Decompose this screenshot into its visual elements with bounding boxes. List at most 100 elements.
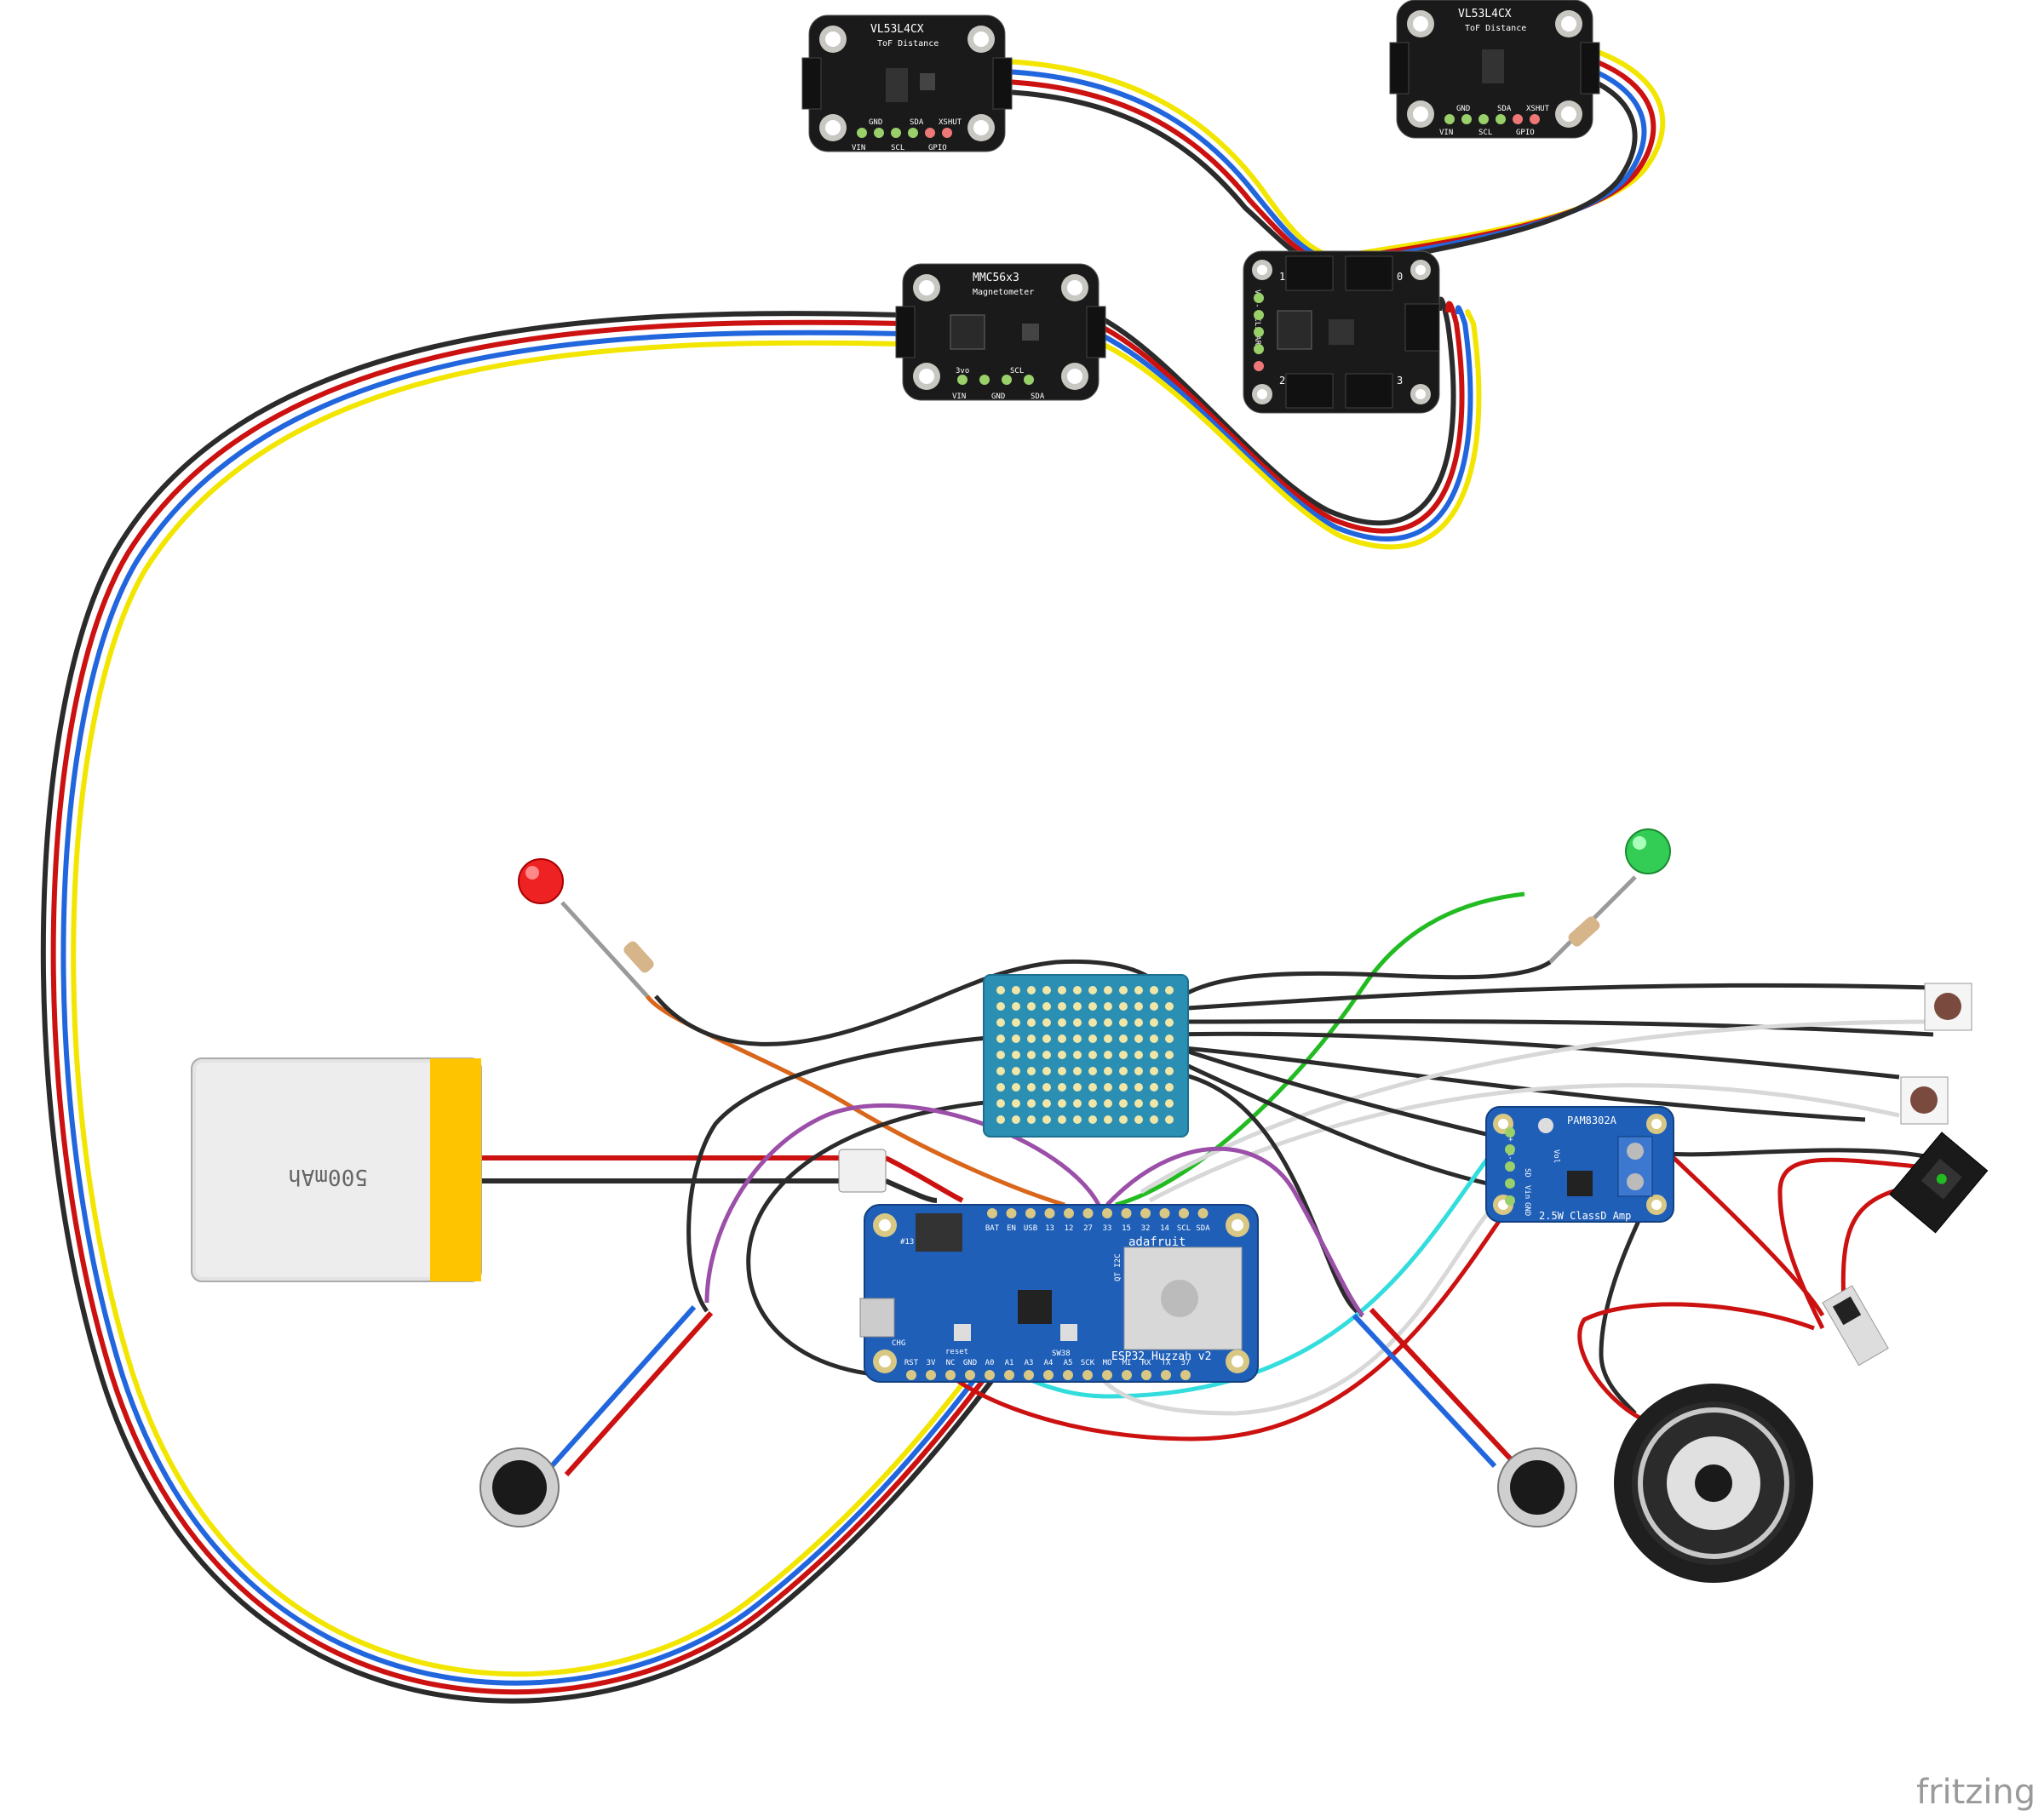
tof-right-pin-gpio: GPIO bbox=[1516, 129, 1535, 137]
proto-hole bbox=[1150, 1034, 1158, 1043]
esp32-huzzah-board[interactable]: adafruit ESP32 Huzzah v2 reset SW38 #13 … bbox=[859, 1204, 1259, 1383]
pam8302-amplifier[interactable]: PAM8302A 2.5W ClassD Amp Vol A+ A- SD Vi… bbox=[1485, 1106, 1674, 1223]
huzzah-bottom-pin bbox=[1180, 1370, 1191, 1380]
huzzah-top-pin bbox=[1121, 1208, 1132, 1218]
proto-hole bbox=[1088, 986, 1097, 994]
proto-hole bbox=[1088, 1083, 1097, 1092]
huzzah-top-pin bbox=[1140, 1208, 1151, 1218]
proto-hole bbox=[1165, 1083, 1174, 1092]
proto-hole bbox=[1027, 1002, 1036, 1011]
proto-hole bbox=[1073, 1051, 1082, 1059]
huzzah-top-pin bbox=[1197, 1208, 1209, 1218]
proto-hole bbox=[1134, 1002, 1143, 1011]
proto-hole bbox=[1073, 1002, 1082, 1011]
proto-hole bbox=[1027, 1115, 1036, 1124]
proto-hole bbox=[1134, 1018, 1143, 1027]
proto-hole bbox=[1119, 1067, 1128, 1075]
speaker bbox=[1614, 1384, 1813, 1583]
amp-pin-vin: Vin bbox=[1523, 1185, 1531, 1199]
huzzah-top-pin bbox=[1159, 1208, 1170, 1218]
huzzah-bottom-pin-label: 3V bbox=[927, 1359, 936, 1367]
tof-sensor-left[interactable]: VL53L4CX ToF Distance GND SDA XSHUT VIN … bbox=[801, 14, 1013, 152]
proto-hole bbox=[1104, 1067, 1112, 1075]
proto-hole bbox=[1088, 1002, 1097, 1011]
proto-hole bbox=[1073, 1099, 1082, 1108]
proto-hole bbox=[1027, 1034, 1036, 1043]
proto-hole bbox=[1150, 1115, 1158, 1124]
huzzah-bottom-pin-label: A1 bbox=[1005, 1359, 1014, 1367]
tof-left-pin-sda: SDA bbox=[910, 118, 924, 127]
amp-name-label: 2.5W ClassD Amp bbox=[1539, 1210, 1631, 1222]
proto-hole bbox=[1119, 1115, 1128, 1124]
magnetometer-board[interactable]: MMC56x3 Magnetometer 3vo SCL VIN GND SDA bbox=[895, 263, 1106, 401]
proto-hole bbox=[1012, 1051, 1020, 1059]
amp-pin-gnd: GND bbox=[1523, 1202, 1531, 1216]
huzzah-bottom-pin-label: 37 bbox=[1181, 1359, 1191, 1367]
proto-hole bbox=[1150, 1067, 1158, 1075]
mux-port-1: 1 bbox=[1279, 271, 1285, 283]
huzzah-top-pin-label: 33 bbox=[1103, 1224, 1112, 1233]
huzzah-top-pin-label: EN bbox=[1007, 1224, 1016, 1233]
lipo-battery: 500mAh bbox=[191, 1057, 482, 1282]
huzzah-bottom-pin bbox=[926, 1370, 936, 1380]
pushbutton-2[interactable] bbox=[1900, 1076, 1949, 1125]
proto-hole bbox=[996, 1067, 1005, 1075]
huzzah-reset-label: reset bbox=[945, 1348, 968, 1356]
proto-hole bbox=[1150, 1051, 1158, 1059]
proto-hole bbox=[1042, 1018, 1051, 1027]
huzzah-top-pin bbox=[1179, 1208, 1189, 1218]
proto-hole bbox=[1119, 1002, 1128, 1011]
battery-wires bbox=[481, 1155, 964, 1203]
tof-left-pin-gpio: GPIO bbox=[928, 144, 947, 152]
huzzah-bottom-pin-label: MI bbox=[1122, 1359, 1132, 1367]
mux-port-3: 3 bbox=[1397, 375, 1403, 387]
proto-hole bbox=[1012, 1115, 1020, 1124]
purple-wires bbox=[704, 1103, 1364, 1317]
battery-jst-connector bbox=[838, 1149, 887, 1193]
proto-hole bbox=[1165, 1018, 1174, 1027]
proto-hole bbox=[1027, 986, 1036, 994]
huzzah-bottom-pin bbox=[1141, 1370, 1151, 1380]
huzzah-stemma-label: QT I2C bbox=[1114, 1253, 1122, 1281]
proto-hole bbox=[1088, 1051, 1097, 1059]
proto-hole bbox=[1042, 1115, 1051, 1124]
proto-hole bbox=[1104, 1099, 1112, 1108]
tof-sensor-right[interactable]: VL53L4CX ToF Distance GND SDA XSHUT VIN … bbox=[1389, 0, 1600, 139]
proto-hole bbox=[996, 1099, 1005, 1108]
mag-pin-sda: SDA bbox=[1031, 393, 1045, 401]
proto-hole bbox=[1073, 1018, 1082, 1027]
proto-hole bbox=[1134, 1115, 1143, 1124]
proto-hole bbox=[1012, 986, 1020, 994]
proto-hole bbox=[1150, 1002, 1158, 1011]
huzzah-bottom-pin-label: A3 bbox=[1025, 1359, 1034, 1367]
huzzah-led13-label: #13 bbox=[900, 1238, 914, 1246]
proto-hole bbox=[1119, 1051, 1128, 1059]
tof-left-pin-xshut: XSHUT bbox=[939, 118, 962, 127]
proto-hole bbox=[1088, 1018, 1097, 1027]
proto-hole bbox=[1088, 1034, 1097, 1043]
huzzah-top-pin-label: 12 bbox=[1065, 1224, 1074, 1233]
proto-hole bbox=[1058, 1034, 1066, 1043]
proto-hole bbox=[1012, 1034, 1020, 1043]
huzzah-top-pin-label: USB bbox=[1024, 1224, 1037, 1233]
huzzah-bottom-pin-label: RST bbox=[904, 1359, 919, 1367]
huzzah-bottom-pin-label: TX bbox=[1162, 1359, 1171, 1367]
tof-left-subtitle: ToF Distance bbox=[877, 39, 939, 49]
tof-left-pin-gnd: GND bbox=[869, 118, 882, 127]
huzzah-top-pin bbox=[1025, 1208, 1036, 1218]
proto-hole bbox=[1134, 1067, 1143, 1075]
mag-pin-vin: VIN bbox=[952, 393, 966, 401]
tof-left-pin-scl: SCL bbox=[891, 144, 904, 152]
huzzah-bottom-pin bbox=[1102, 1370, 1112, 1380]
huzzah-top-pin-label: 14 bbox=[1160, 1224, 1169, 1233]
slide-switch[interactable] bbox=[1822, 1285, 1889, 1367]
proto-hole bbox=[1012, 1018, 1020, 1027]
tof-right-title: VL53L4CX bbox=[1458, 8, 1512, 20]
proto-hole bbox=[1042, 1099, 1051, 1108]
pushbutton-1[interactable] bbox=[1924, 983, 1972, 1031]
proto-hole bbox=[1150, 1099, 1158, 1108]
proto-hole bbox=[1042, 1034, 1051, 1043]
